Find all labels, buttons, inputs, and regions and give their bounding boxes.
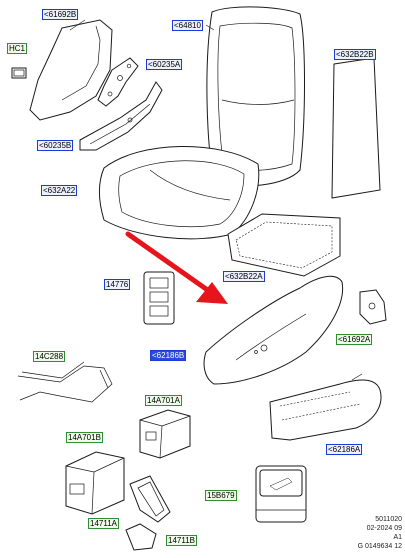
callout-14a701a[interactable]: 14A701A <box>145 395 182 406</box>
seat-cushion-pad <box>227 213 341 277</box>
callout-14711a[interactable]: 14711A <box>88 518 119 529</box>
footer-date: 02-2024 09 <box>366 525 402 532</box>
callout-62186a[interactable]: <62186A <box>326 444 363 455</box>
seat-back-side-panel <box>29 19 113 121</box>
callout-hc1[interactable]: HC1 <box>7 43 28 54</box>
switch-15b679 <box>255 465 307 523</box>
callout-61692b[interactable]: <61692B <box>42 9 79 20</box>
wiring-harness-14c288 <box>17 361 113 403</box>
callout-62186b[interactable]: <62186B <box>150 350 187 361</box>
footer-ref-number: 5011020 <box>375 516 402 523</box>
seat-back-cushion <box>206 6 305 187</box>
callout-14a701b[interactable]: 14A701B <box>66 432 103 443</box>
leader-line <box>205 24 215 31</box>
callout-15b679[interactable]: 15B679 <box>205 490 237 501</box>
gasket-14711a <box>129 475 171 523</box>
module-14a701a <box>139 409 191 459</box>
seat-back-bracket <box>97 57 139 107</box>
callout-14c288[interactable]: 14C288 <box>33 351 66 362</box>
highlight-arrow <box>125 231 228 304</box>
lower-side-trim <box>79 81 163 151</box>
callout-632a22[interactable]: <632A22 <box>41 185 78 196</box>
seat-side-shield <box>203 275 344 385</box>
callout-632b22a[interactable]: <632B22A <box>223 271 265 282</box>
outer-trim-62186a <box>269 373 382 441</box>
seat-switch-part <box>143 271 175 325</box>
callout-64810[interactable]: <64810 <box>172 20 203 31</box>
module-14a701b <box>65 451 125 515</box>
callout-632b22b[interactable]: <632B22B <box>334 49 376 60</box>
seat-cushion <box>99 146 260 240</box>
callout-61692a[interactable]: <61692A <box>336 334 373 345</box>
callout-60235b[interactable]: <60235B <box>37 140 74 151</box>
callout-60235a[interactable]: <60235A <box>146 59 183 70</box>
footer-revision: A1 <box>393 534 402 541</box>
footer-drawing-id: G 0149634 12 <box>357 543 402 550</box>
leader-line <box>69 19 86 31</box>
hc1-connector <box>11 67 27 79</box>
callout-14776[interactable]: 14776 <box>104 279 131 290</box>
knob-14711b <box>125 523 157 551</box>
seat-back-board <box>331 57 381 199</box>
clip-part <box>359 289 387 325</box>
callout-14711b[interactable]: 14711B <box>166 535 197 546</box>
